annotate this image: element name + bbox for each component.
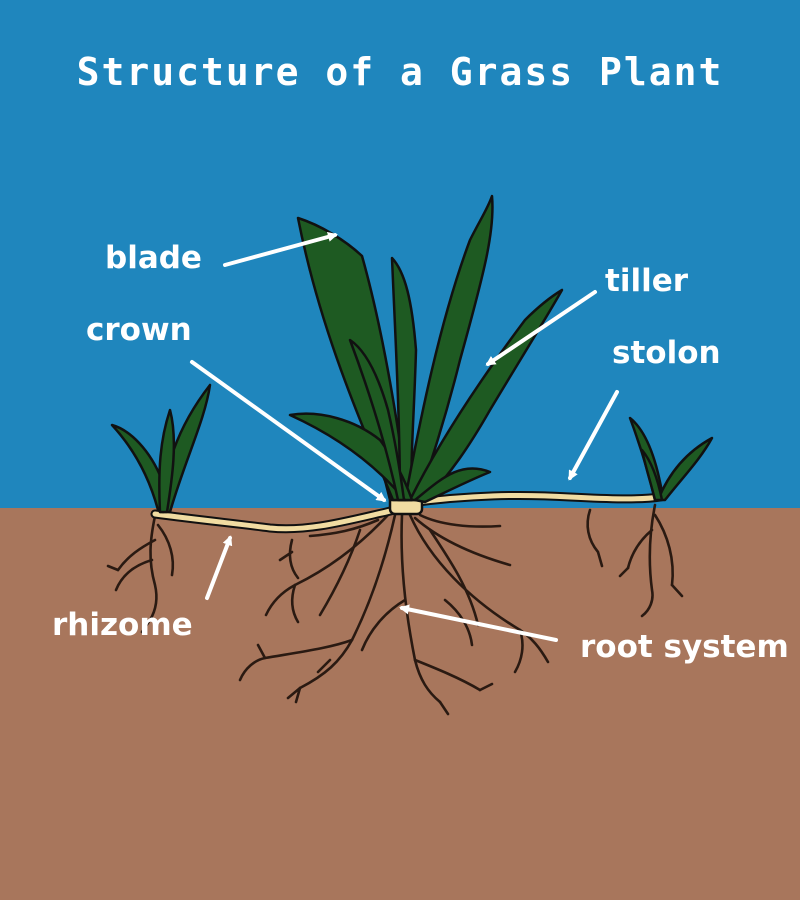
soil-background bbox=[0, 508, 800, 900]
label-rhizome: rhizome bbox=[52, 607, 193, 643]
blade-arrow bbox=[223, 232, 338, 267]
root-system bbox=[106, 503, 684, 716]
rhizome-arrow bbox=[205, 535, 233, 600]
stolon-arrow bbox=[568, 390, 619, 481]
label-tiller: tiller bbox=[605, 263, 689, 299]
diagram-title: Structure of a Grass Plant bbox=[76, 50, 724, 94]
crown-arrow bbox=[190, 360, 387, 502]
root-system-arrow bbox=[399, 604, 558, 642]
label-root-system: root system bbox=[580, 629, 789, 665]
label-blade: blade bbox=[105, 240, 202, 276]
tiller-arrow bbox=[485, 290, 597, 366]
label-stolon: stolon bbox=[612, 335, 721, 371]
callout-arrows bbox=[190, 232, 619, 642]
label-crown: crown bbox=[86, 312, 192, 348]
grass-leaves bbox=[110, 194, 714, 514]
